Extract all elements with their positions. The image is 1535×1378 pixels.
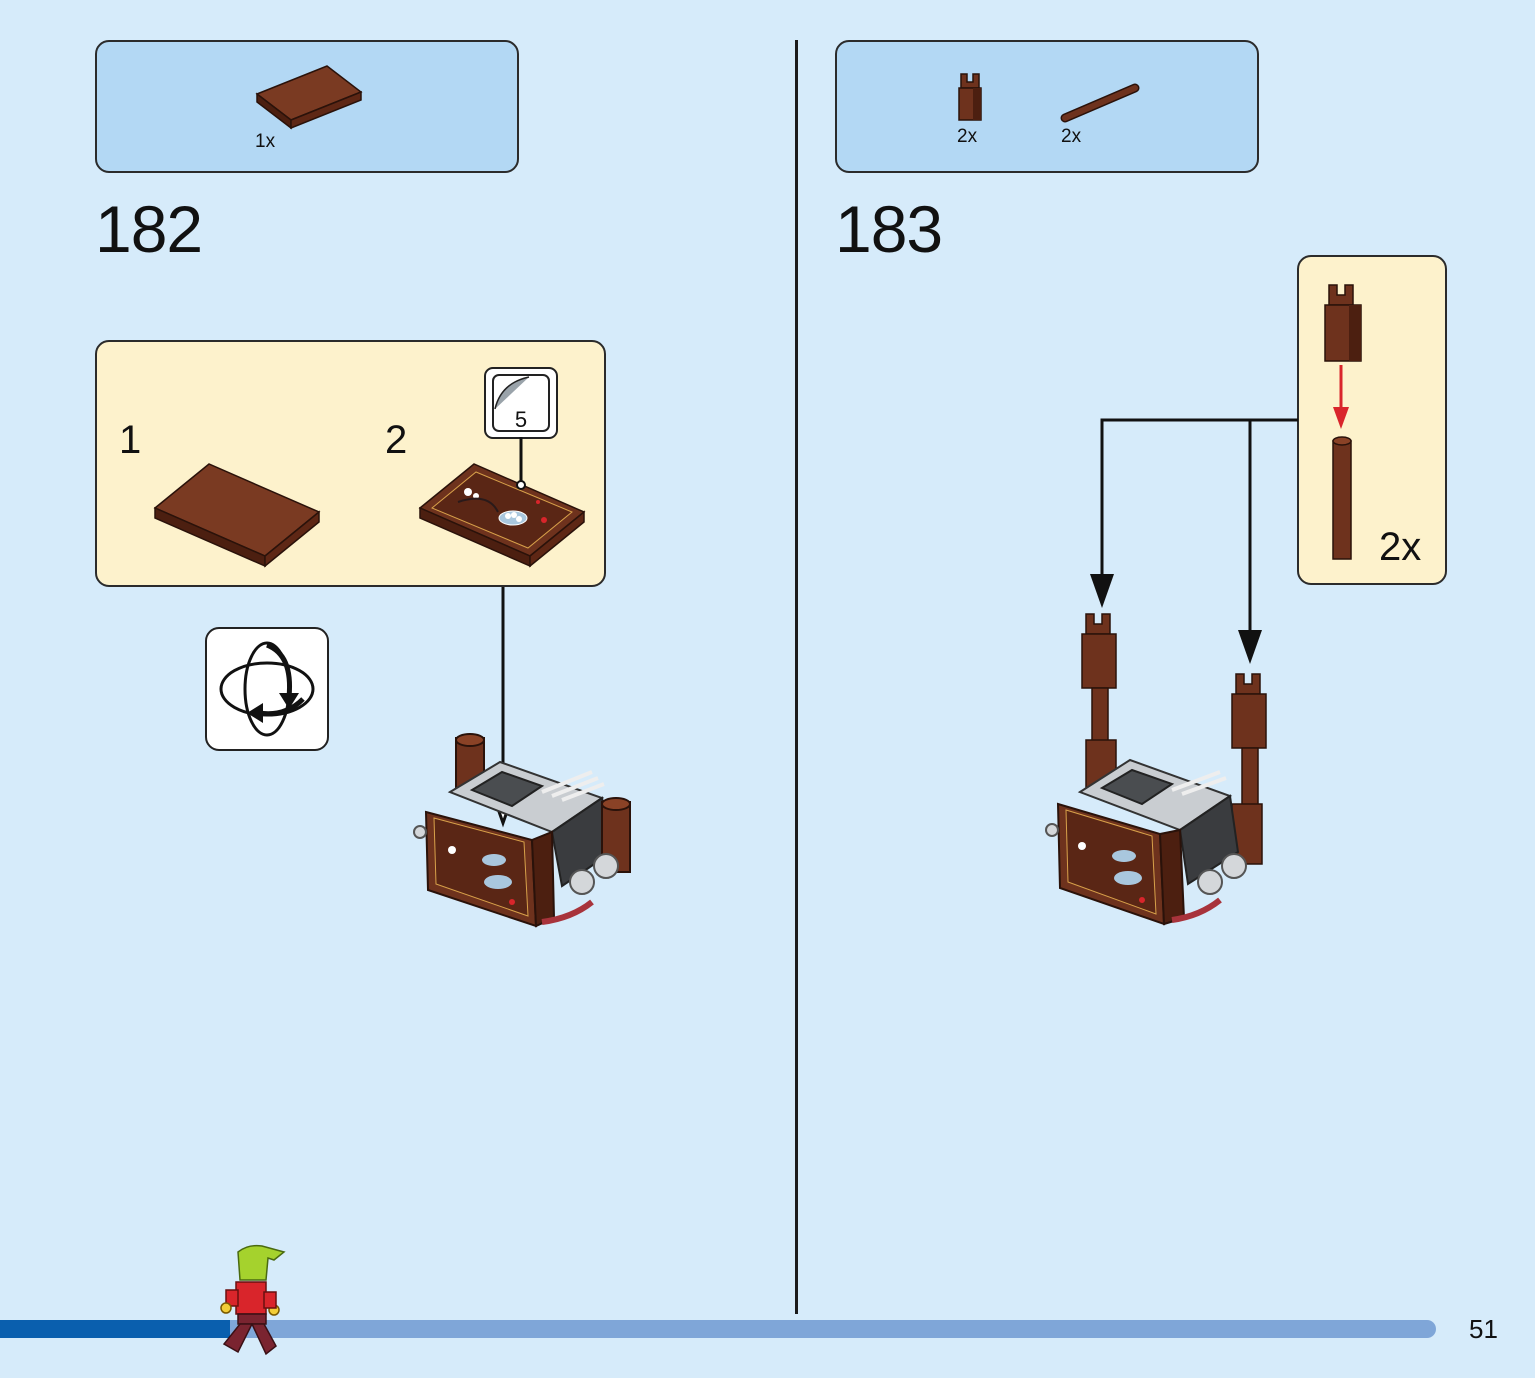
callout-pointer-lines: [1090, 418, 1298, 664]
rotate-model-icon: [205, 627, 329, 751]
parts-list-183: 2x 2x: [835, 40, 1259, 173]
sticker-callout: 5: [484, 367, 558, 439]
parts-list-182: 1x: [95, 40, 519, 173]
sticker-pointer-line: [516, 437, 526, 490]
part-qty: 1x: [255, 131, 276, 152]
substep-number-2: 2: [385, 418, 408, 462]
progress-track: [0, 1320, 1436, 1338]
model-assembly-183: [1045, 613, 1267, 926]
step-number: 183: [835, 192, 943, 266]
part-qty: 2x: [1061, 126, 1082, 147]
brown-tile-icon: [153, 463, 321, 568]
sticker-number: 5: [514, 407, 528, 432]
sticker-icon: [492, 374, 550, 432]
clip-on-bar-icon: [1324, 284, 1362, 560]
page-number: 51: [1469, 1314, 1498, 1344]
subassembly-callout: 2x: [1297, 255, 1447, 585]
progress-fill: [0, 1320, 230, 1338]
page-divider: [795, 40, 798, 1314]
brown-tile-2x4-icon: [255, 65, 363, 130]
model-assembly-182: [413, 733, 631, 928]
substep-number-1: 1: [119, 418, 142, 462]
step-number: 182: [95, 192, 203, 266]
part-qty: 2x: [957, 126, 978, 147]
minifigure-progress-marker-icon: [220, 1244, 286, 1356]
decorated-tile-icon: [418, 463, 586, 568]
brown-bar-icon: [1060, 83, 1140, 123]
brown-clip-icon: [958, 73, 982, 121]
callout-qty: 2x: [1379, 525, 1422, 569]
